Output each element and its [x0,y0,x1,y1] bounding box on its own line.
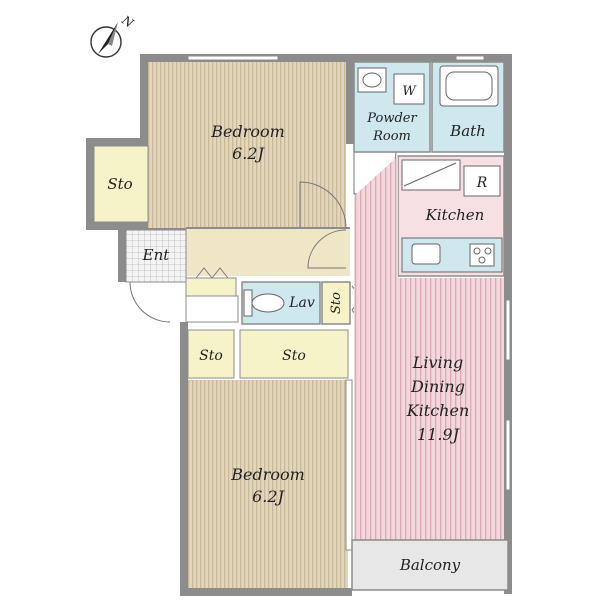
ldk-line2: Dining [410,377,465,396]
powder-room-line2: Room [372,129,411,144]
fridge-icon [463,165,501,197]
bathtub-icon [439,65,499,107]
ldk-line3: Kitchen [406,401,470,420]
fridge-label: R [476,175,488,191]
storage-wide [239,329,349,379]
bedroom-top [148,62,346,228]
door-bedroom-top-icon [299,181,347,229]
storage-left [93,145,149,223]
living-dining-kitchen [354,156,504,540]
wall-top [140,54,510,62]
door-hall-icon [307,229,347,269]
compass: N [90,12,136,58]
storage-wide-label: Sto [282,348,306,364]
window-ldk-right [505,299,511,361]
hallway [186,228,350,276]
sink-icon [411,243,441,265]
sliding-door [345,379,353,551]
ldk-line1: Living [412,353,463,372]
wall-sto-bottom [86,222,186,230]
windows [187,55,511,491]
storage-hall-label: Sto [329,292,344,314]
wall-ent-left [118,222,126,282]
washer-icon [393,73,425,105]
balcony-label: Balcony [399,556,461,574]
cupboard-icon [401,159,461,191]
shoe-cabinet [185,277,237,297]
cupboard-diagonal [403,162,457,187]
storage-hall [321,281,351,325]
lav-label: Lav [288,295,315,311]
bedroom-bottom-size: 6.2J [252,487,285,506]
wall-left-lower [180,322,188,592]
bedroom-top-name: Bedroom [210,122,285,141]
countertop [401,237,503,273]
entrance-label: Ent [142,246,171,264]
balcony [351,539,509,591]
bedroom-top-size: 6.2J [232,144,265,163]
bath-label: Bath [449,122,486,140]
window-bath [455,55,485,61]
toilet-icon [243,289,285,317]
storage-small [187,329,235,379]
closet-block [185,295,239,323]
wall-sto-top [86,138,148,146]
powder-room-line1: Powder [366,111,417,126]
wall-left-upper [140,54,148,138]
cabinet-door-icon [195,267,229,279]
north-arrow-icon [98,22,118,54]
window-ldk-right-2 [505,419,511,491]
wall-bottom [180,588,352,596]
wall-sto-left [86,138,94,230]
door-entrance-icon [129,281,171,323]
bedroom-bottom [188,380,348,588]
washer-label: W [402,84,417,99]
compass-label: N [118,12,136,30]
north-arrow-shadow-icon [108,22,118,46]
storage-small-label: Sto [199,348,223,364]
window-bedroom-top [187,55,279,61]
entrance [125,229,187,283]
bedroom-bottom-name: Bedroom [230,465,305,484]
kitchen-label: Kitchen [425,206,485,224]
stove-icon [469,243,495,267]
storage-left-label: Sto [107,175,132,193]
wall-powder-left [346,54,354,144]
wash-basin-icon [357,67,387,93]
ldk-size: 11.9J [417,425,461,444]
